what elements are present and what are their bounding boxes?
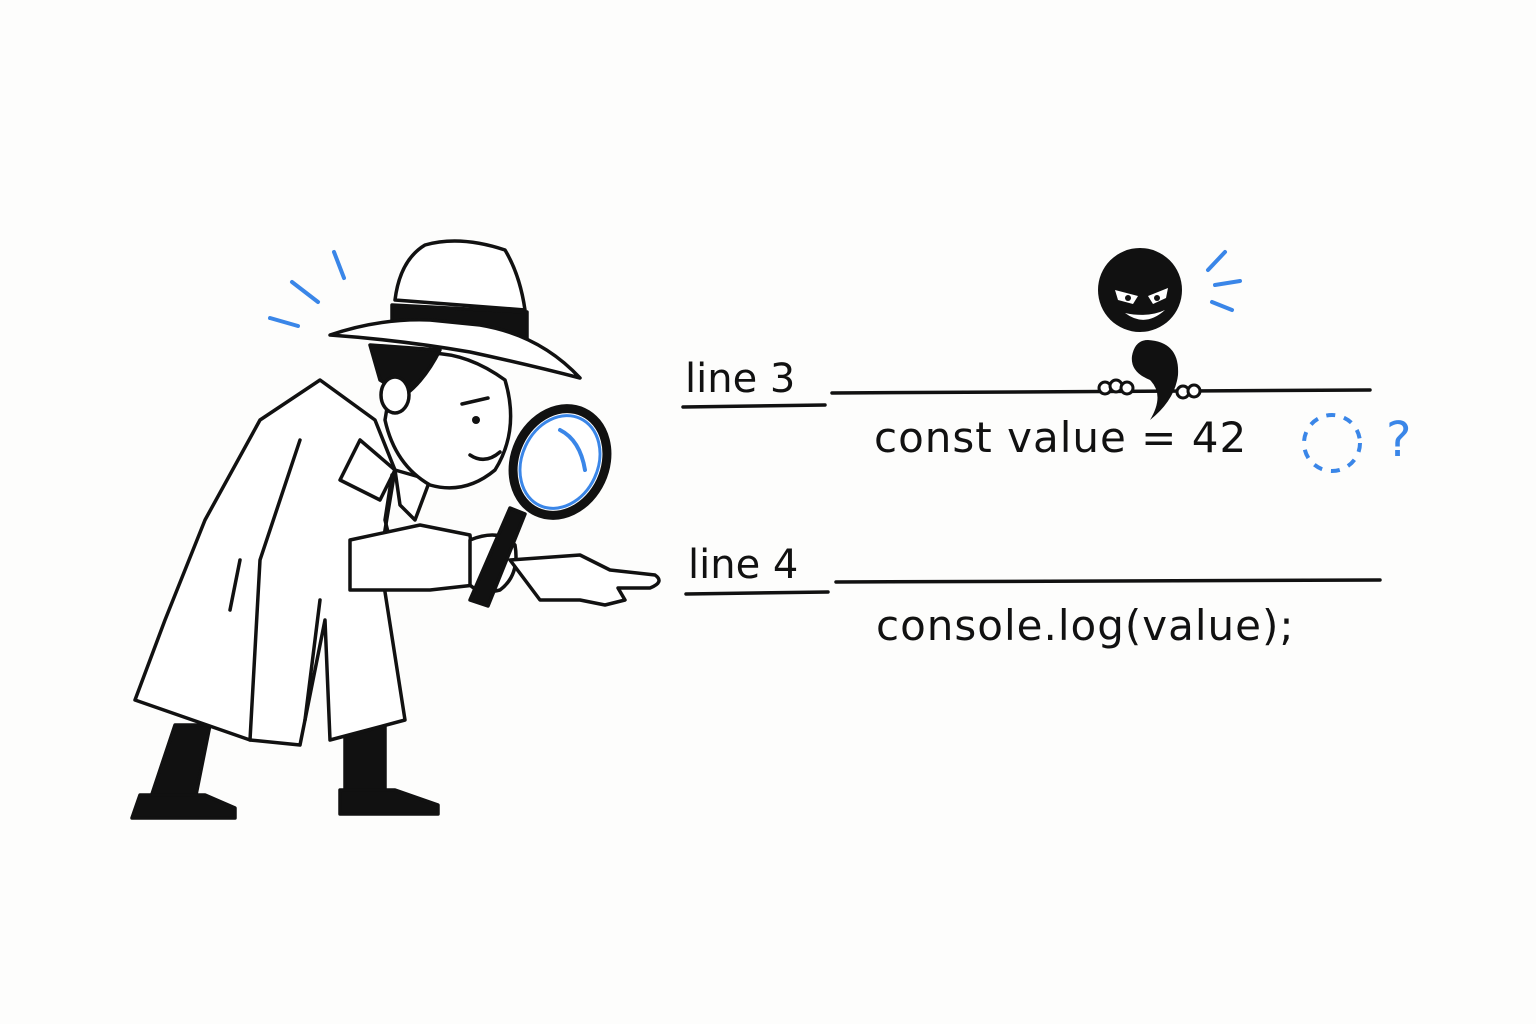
detective-icon: [130, 239, 661, 820]
semicolon-character-icon: [1097, 248, 1242, 420]
code-line-3: line 3 const value = 42 ?: [681, 356, 1411, 473]
code-text: const value = 42: [874, 413, 1247, 462]
line-label: line 3: [685, 356, 795, 402]
code-line-4: line 4 console.log(value);: [684, 542, 1382, 650]
alert-lines-icon: [268, 250, 346, 328]
question-mark: ?: [1386, 412, 1411, 468]
code-text: console.log(value);: [876, 601, 1295, 650]
missing-semicolon-icon: [1302, 413, 1362, 473]
line-label: line 4: [688, 542, 798, 588]
